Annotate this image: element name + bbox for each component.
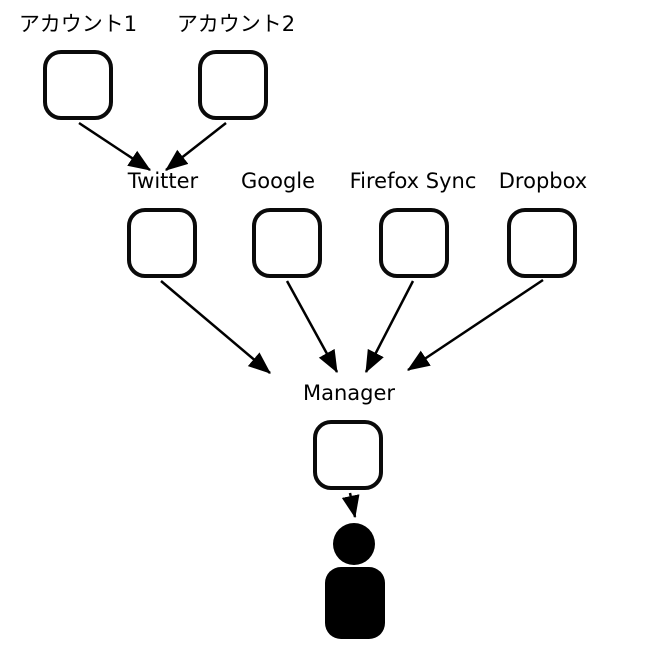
google-label: Google — [240, 169, 316, 193]
edge-twitter-manager-arrow — [160, 280, 271, 374]
firefox-sync-label: Firefox Sync — [349, 169, 477, 193]
edge-account1-twitter-arrow — [78, 121, 151, 172]
twitter-label: Twitter — [127, 169, 199, 193]
manager-label: Manager — [302, 381, 396, 405]
firefox-sync-node-box — [379, 208, 449, 278]
twitter-node-box — [127, 208, 197, 278]
edge-manager-user-arrow — [341, 492, 360, 519]
dropbox-label: Dropbox — [498, 169, 588, 193]
dropbox-node-box — [507, 208, 577, 278]
account2-label: アカウント2 — [176, 12, 296, 36]
person-body — [325, 567, 385, 639]
person-icon — [325, 523, 385, 639]
edge-account2-twitter-arrow — [165, 122, 227, 171]
manager-node-box — [313, 420, 383, 490]
person-head — [333, 523, 375, 565]
edge-google-manager-arrow — [285, 280, 339, 373]
account2-node-box — [198, 50, 268, 120]
account1-label: アカウント1 — [18, 12, 138, 36]
edge-firefoxsync-manager-arrow — [364, 280, 415, 373]
google-node-box — [252, 208, 322, 278]
edge-dropbox-manager-arrow — [407, 278, 544, 372]
account1-node-box — [43, 50, 113, 120]
